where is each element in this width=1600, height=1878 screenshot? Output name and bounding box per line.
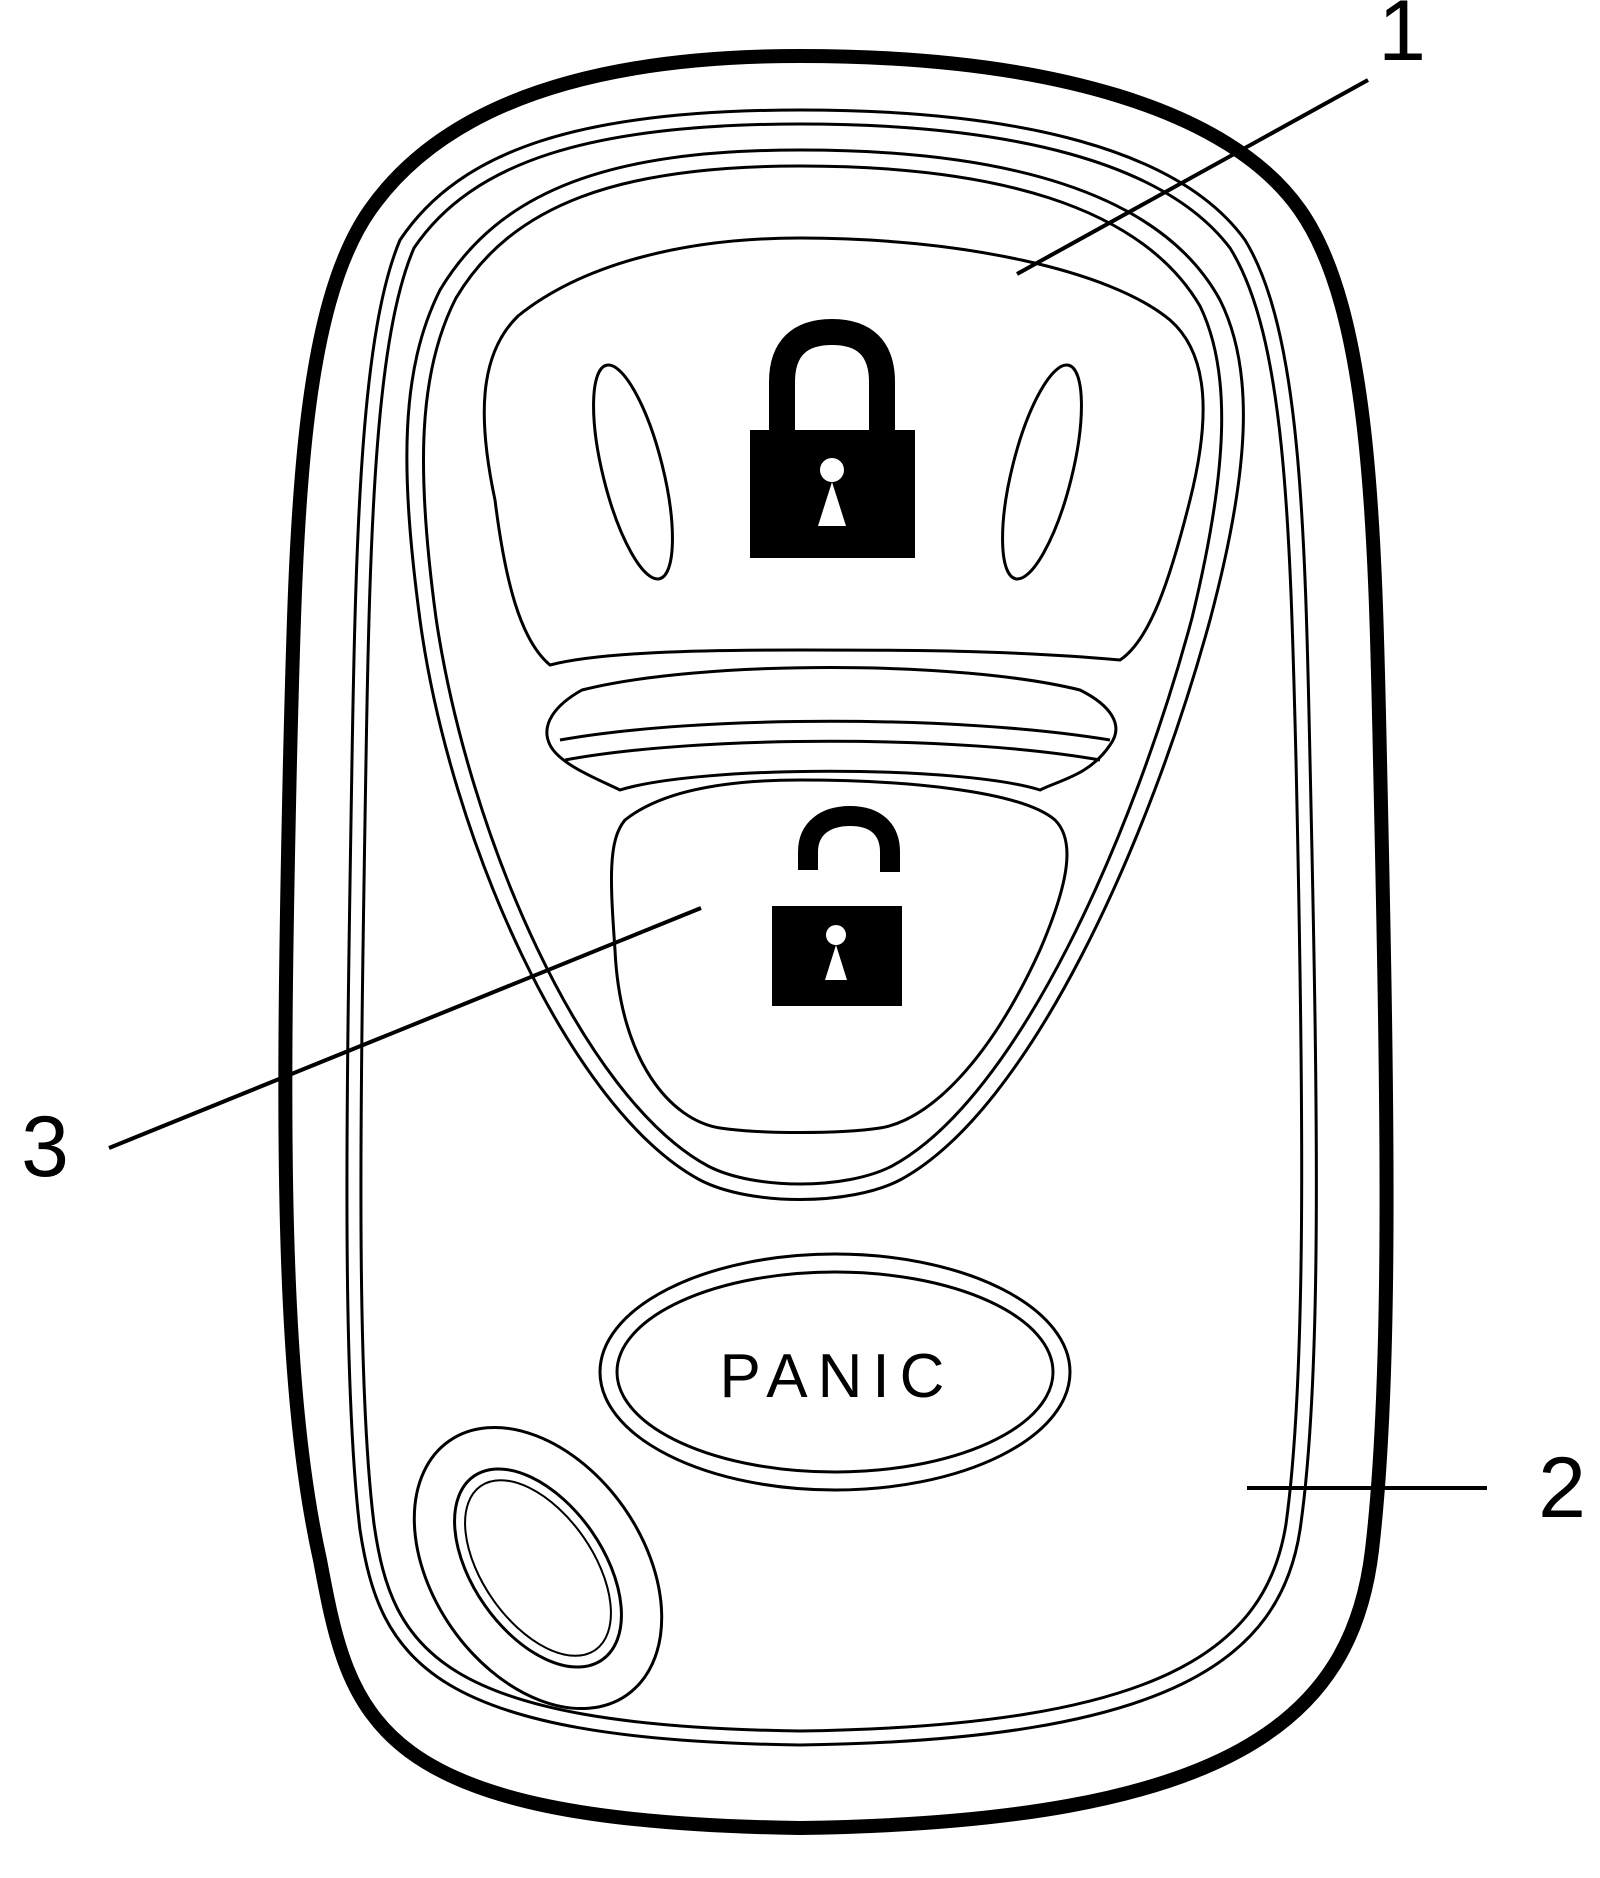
button-pad-inner — [421, 164, 1224, 1186]
callout-2-label: 2 — [1538, 1440, 1586, 1536]
callout-3-leader — [108, 906, 702, 1150]
button-pad-outer — [405, 148, 1245, 1201]
fob-inner-housing — [345, 108, 1318, 1747]
callout-1-label: 1 — [1378, 0, 1426, 79]
fob-outer-housing — [278, 48, 1394, 1836]
button-separator-ridge — [545, 666, 1118, 792]
lock-button-right-indicator — [1001, 363, 1083, 581]
button-separator-ridge-line — [559, 719, 1111, 742]
button-separator-ridge-line-2 — [564, 739, 1101, 762]
callout-1-leader — [1016, 78, 1369, 276]
fob-inner-housing-2 — [359, 122, 1304, 1733]
lock-button-left-indicator — [592, 363, 674, 581]
callout-3-label: 3 — [21, 1099, 69, 1195]
unlocked-padlock-icon — [772, 805, 902, 1006]
bottom-oval-button[interactable] — [363, 1381, 713, 1755]
oval-button-icon — [464, 1479, 612, 1657]
panic-button[interactable]: PANIC — [598, 1252, 1072, 1492]
unlock-button[interactable] — [609, 778, 1069, 1134]
locked-padlock-icon — [750, 318, 915, 558]
panic-button-label: PANIC — [720, 1342, 955, 1411]
lock-button[interactable] — [482, 236, 1205, 667]
